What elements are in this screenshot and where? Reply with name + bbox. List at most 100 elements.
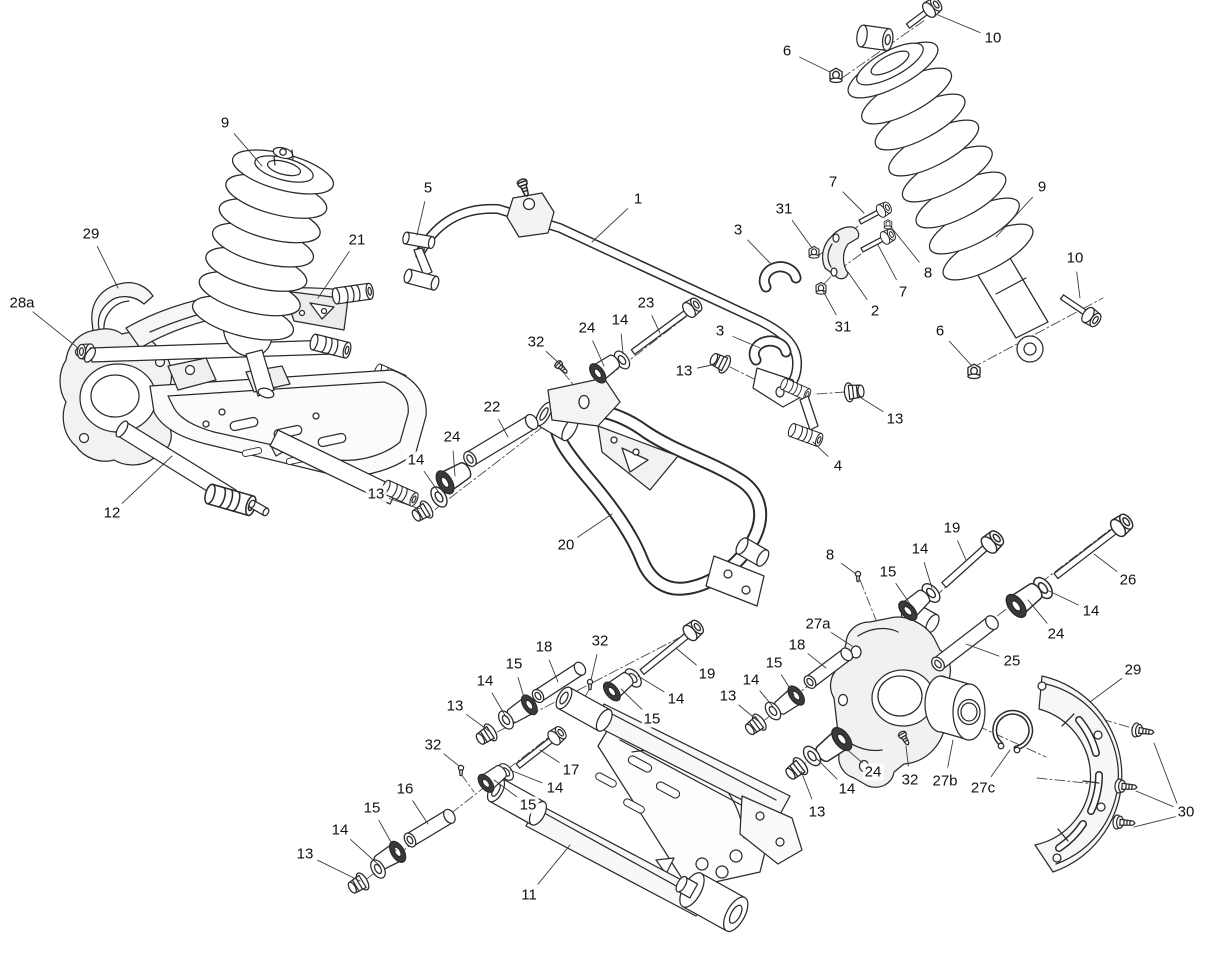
- flange-nut-13: [472, 721, 501, 750]
- leader-line-10: [937, 14, 981, 34]
- leader-line-7: [877, 244, 897, 281]
- upper-control-arm-group: [408, 294, 770, 607]
- leader-line-15: [895, 583, 911, 605]
- clamp-bolt-7b: [877, 226, 899, 247]
- shock-absorber-right: [829, 0, 1105, 380]
- leader-line-4: [812, 441, 829, 457]
- leader-line-32: [545, 351, 563, 367]
- leader-line-8: [890, 226, 920, 263]
- grease-fitting-32: [586, 678, 594, 691]
- brake-dust-shield-right: [1034, 675, 1156, 873]
- shield-screw-30: [1111, 814, 1137, 831]
- leader-line-14: [349, 838, 381, 867]
- leader-line-21: [317, 251, 350, 299]
- shield-screw-30: [1113, 778, 1139, 795]
- leader-line-5: [416, 201, 426, 236]
- leader-line-15: [378, 819, 397, 852]
- dust-shield-left: [91, 281, 154, 348]
- leader-line-12: [121, 455, 173, 504]
- leader-line-22: [498, 418, 509, 438]
- leader-line-32: [905, 745, 909, 767]
- leader-line-18: [807, 653, 827, 669]
- lower-link-left: [115, 420, 270, 518]
- leader-line-24: [1027, 599, 1048, 624]
- leader-line-29: [96, 246, 119, 289]
- leader-line-14: [1046, 589, 1079, 606]
- leader-line-3: [747, 239, 771, 264]
- leader-line-14: [620, 333, 624, 355]
- leader-line-24: [842, 745, 863, 764]
- leader-line-28a: [32, 311, 79, 349]
- leader-line-2: [847, 271, 868, 300]
- leader-line-15: [780, 674, 795, 696]
- spacer-tube-16: [403, 808, 456, 848]
- spacer-tube-25: [931, 615, 999, 672]
- leader-line-15: [493, 779, 518, 798]
- leader-line-31: [791, 219, 813, 249]
- nut-8: [883, 219, 893, 230]
- leader-line-13: [697, 363, 717, 369]
- leader-line-14: [509, 769, 543, 784]
- spacer-tube-22: [463, 413, 539, 468]
- leader-line-13: [388, 498, 421, 510]
- leader-line-17: [539, 749, 560, 763]
- leader-line-14: [637, 675, 665, 693]
- leader-line-13: [800, 770, 813, 800]
- leader-line-13: [317, 859, 361, 882]
- rear-knuckle-group: [741, 510, 1137, 788]
- leader-line-31: [822, 290, 837, 316]
- leader-line-27b: [947, 739, 954, 768]
- leader-line-13: [857, 395, 884, 413]
- nut-6: [967, 363, 981, 380]
- leader-line-9: [995, 196, 1033, 238]
- leader-line-29: [1089, 677, 1123, 703]
- stabilizer-link-left: [402, 231, 440, 291]
- snap-ring: [992, 709, 1034, 754]
- flange-nut-13: [741, 711, 770, 740]
- leader-line-3: [732, 336, 761, 349]
- leader-line-27a: [829, 631, 853, 647]
- nut-31b: [815, 281, 827, 295]
- flange-nut-13: [706, 348, 734, 376]
- flange-nut-13: [842, 380, 866, 403]
- extra-pointer-lines: [1133, 742, 1179, 828]
- leader-line-14: [423, 470, 441, 495]
- leader-line-23: [651, 315, 661, 334]
- leader-line-6: [799, 56, 831, 73]
- stabilizer-bar-group: [402, 177, 899, 448]
- leader-line-19: [957, 540, 967, 561]
- leader-line-18: [548, 659, 559, 683]
- leader-lines: [32, 14, 1174, 885]
- leader-line-15: [620, 688, 643, 710]
- shock-top-eye: [856, 24, 894, 52]
- leader-line-26: [1093, 553, 1118, 572]
- crossmember-plate: [149, 369, 427, 477]
- leader-line-13: [738, 704, 759, 722]
- leader-line-6: [948, 340, 973, 367]
- stabilizer-clamp: [822, 226, 860, 280]
- shield-screw-30: [1130, 721, 1156, 741]
- trailing-arm-rear-bushing: [675, 872, 749, 933]
- trailing-arm-group: [344, 616, 803, 933]
- coil-spring-left: [191, 146, 335, 399]
- leader-line-14: [759, 690, 775, 709]
- leader-line-7: [842, 191, 865, 214]
- spacer-tube-18: [531, 661, 587, 704]
- stabilizer-bushing-lower: [748, 335, 792, 366]
- leader-line-24: [592, 340, 605, 367]
- leader-line-9: [233, 133, 263, 167]
- leader-line-13: [465, 713, 490, 732]
- leader-line-25: [965, 643, 1000, 657]
- spacer-tube-18: [803, 647, 854, 689]
- stabilizer-bushing-upper: [758, 261, 802, 293]
- wheel-bearing: [924, 675, 986, 741]
- screw-32: [552, 358, 571, 377]
- leader-line-10: [1076, 271, 1081, 299]
- leader-line-1: [591, 208, 629, 243]
- leader-line-27c: [990, 749, 1011, 778]
- nut-31a: [808, 245, 820, 259]
- flange-nut-13: [344, 870, 372, 898]
- trailing-arm-front-upper-sleeve: [555, 686, 613, 732]
